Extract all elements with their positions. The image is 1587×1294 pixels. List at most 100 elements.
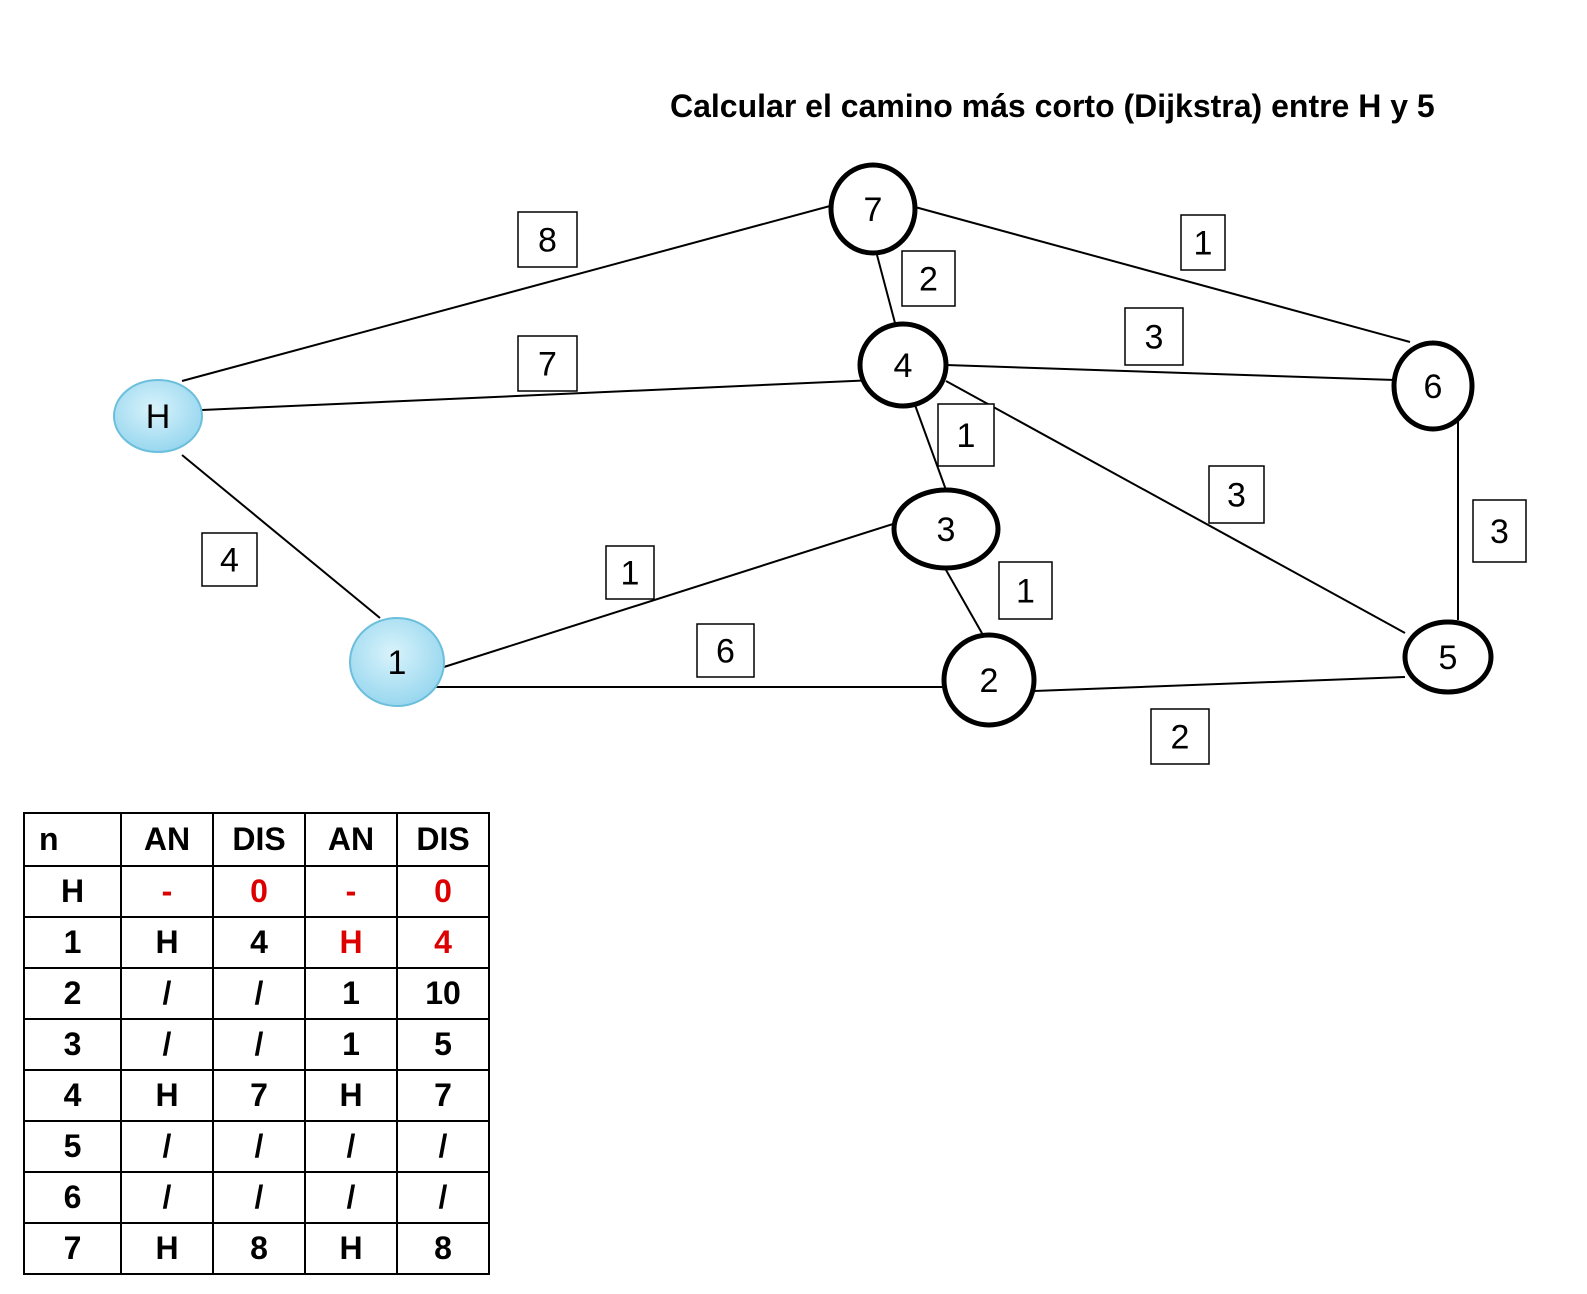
edge-weight-3-2: 1: [998, 561, 1053, 620]
diagram-title: Calcular el camino más corto (Dijkstra) …: [670, 88, 1435, 124]
table-cell: 1: [23, 916, 122, 969]
edge-H-1: [181, 454, 381, 619]
edge-weight-label: 3: [1490, 513, 1509, 551]
node-7: 7: [828, 162, 918, 256]
edge-H-7: [181, 205, 831, 382]
table-cell: /: [212, 1018, 306, 1071]
table-cell: /: [120, 967, 214, 1020]
node-5: 5: [1402, 619, 1494, 695]
edge-weight-2-5: 2: [1150, 708, 1210, 765]
table-cell: H: [23, 865, 122, 918]
edge-4-3: [914, 404, 947, 491]
edge-weight-H-1: 4: [201, 532, 258, 587]
edge-weight-label: 1: [1194, 225, 1213, 263]
edge-weight-label: 1: [957, 417, 976, 455]
table-row: 5////: [23, 1120, 490, 1173]
edge-weight-box: [201, 532, 258, 587]
edge-weight-7-4: 2: [901, 250, 956, 307]
table-cell: H: [120, 1069, 214, 1122]
edge-weight-1-2: 6: [696, 623, 755, 678]
node-H: H: [113, 379, 203, 453]
node-label: 7: [864, 191, 883, 229]
edge-weight-label: 8: [538, 222, 557, 260]
table-cell: 6: [23, 1171, 122, 1224]
edge-weight-label: 3: [1227, 477, 1246, 515]
edge-7-6: [914, 206, 1411, 343]
table-row: 6////: [23, 1171, 490, 1224]
edge-weight-H-4: 7: [517, 335, 578, 392]
table-cell: 1: [304, 1018, 398, 1071]
edge-3-2: [945, 569, 984, 636]
table-cell: H: [304, 1222, 398, 1275]
table-cell: /: [212, 1171, 306, 1224]
edge-4-6: [945, 364, 1396, 381]
edge-weight-box: [1208, 465, 1265, 524]
table-cell: 0: [212, 865, 306, 918]
table-cell: /: [120, 1171, 214, 1224]
node-label: 4: [894, 347, 913, 385]
edge-weight-label: 1: [1016, 573, 1035, 611]
table-cell: /: [212, 967, 306, 1020]
node-circle: [1391, 340, 1475, 432]
edge-weight-box: [517, 211, 578, 268]
table-cell: 7: [396, 1069, 490, 1122]
header-dis-2: DIS: [396, 812, 490, 867]
node-3: 3: [891, 487, 1001, 571]
table-cell: H: [120, 916, 214, 969]
header-an-2: AN: [304, 812, 398, 867]
table-cell: 4: [212, 916, 306, 969]
edge-weight-box: [1472, 499, 1527, 563]
edge-weight-6-5: 3: [1472, 499, 1527, 563]
node-circle: [828, 162, 918, 256]
table-cell: 8: [396, 1222, 490, 1275]
node-2: 2: [941, 632, 1037, 728]
edge-1-3: [443, 523, 894, 668]
edge-weight-box: [998, 561, 1053, 620]
node-label: 2: [980, 662, 999, 700]
edge-weight-label: 2: [919, 261, 938, 299]
edge-weight-box: [696, 623, 755, 678]
node-circle: [113, 379, 203, 453]
node-6: 6: [1391, 340, 1475, 432]
edge-weight-7-6: 1: [1180, 214, 1226, 271]
node-circle: [857, 321, 949, 409]
node-label: 3: [937, 511, 956, 549]
table-cell: H: [304, 1069, 398, 1122]
edge-weight-H-7: 8: [517, 211, 578, 268]
edge-weight-box: [1180, 214, 1226, 271]
table-cell: 8: [212, 1222, 306, 1275]
table-cell: 0: [396, 865, 490, 918]
header-dis-1: DIS: [212, 812, 306, 867]
table-cell: H: [120, 1222, 214, 1275]
edge-weight-label: 6: [716, 633, 735, 671]
edge-7-4: [876, 254, 896, 324]
edge-weight-box: [517, 335, 578, 392]
edge-weight-box: [901, 250, 956, 307]
edge-weight-box: [937, 403, 995, 467]
table-cell: /: [396, 1120, 490, 1173]
table-cell: 7: [212, 1069, 306, 1122]
table-cell: 2: [23, 967, 122, 1020]
node-label: H: [146, 398, 171, 436]
edge-weight-box: [605, 545, 655, 600]
table-cell: 5: [23, 1120, 122, 1173]
edge-4-5: [945, 380, 1406, 634]
edge-H-4: [201, 379, 876, 411]
table-cell: /: [120, 1018, 214, 1071]
table-cell: /: [120, 1120, 214, 1173]
table-cell: -: [304, 865, 398, 918]
table-row: H-0-0: [23, 865, 490, 918]
node-label: 6: [1424, 368, 1443, 406]
header-an-1: AN: [120, 812, 214, 867]
edge-weight-label: 4: [220, 542, 239, 580]
node-4: 4: [857, 321, 949, 409]
table-cell: 3: [23, 1018, 122, 1071]
node-circle: [1402, 619, 1494, 695]
table-cell: /: [304, 1120, 398, 1173]
node-circle: [891, 487, 1001, 571]
node-1: 1: [349, 617, 445, 707]
